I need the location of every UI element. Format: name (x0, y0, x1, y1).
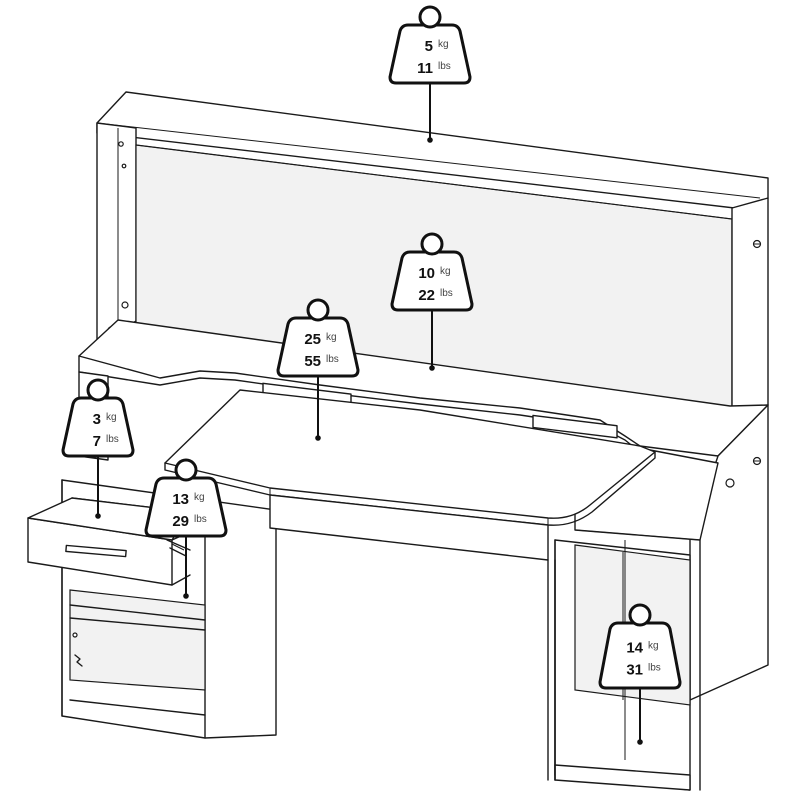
main-desktop (164, 389, 656, 781)
weight-lbs-value: 31 (626, 662, 643, 679)
weight-icon (598, 621, 682, 690)
weight-ring (420, 232, 444, 256)
weight-lbs-unit: lbs (194, 514, 207, 525)
weight-icon (276, 316, 360, 378)
weight-ring (86, 378, 110, 402)
weight-kg-value: 5 (425, 38, 433, 55)
weight-kg-value: 13 (172, 491, 189, 508)
weight-ring (628, 603, 652, 627)
weight-marker-hutch-back-shelf: 10 kg 22 lbs (390, 232, 474, 371)
weight-kg-value: 14 (626, 640, 643, 657)
weight-kg-value: 10 (418, 265, 435, 282)
weight-marker-hutch-top-shelf: 5 kg 11 lbs (388, 5, 472, 143)
weight-pin-dot (429, 365, 435, 371)
weight-kg-unit: kg (648, 641, 659, 652)
weight-icon (388, 23, 472, 85)
weight-icon (144, 476, 228, 538)
weight-lbs-value: 7 (93, 433, 101, 450)
weight-markers: 5 kg 11 lbs 10 kg 22 lbs 25 kg 55 lbs 3 kg 7 lbs 13 kg 29 l… (61, 5, 682, 745)
weight-ring (174, 458, 198, 482)
weight-pin-dot (95, 513, 101, 519)
weight-pin-dot (637, 739, 643, 745)
weight-ring (418, 5, 442, 29)
weight-kg-value: 3 (93, 411, 101, 428)
weight-lbs-value: 22 (418, 287, 435, 304)
weight-icon (61, 396, 135, 458)
weight-marker-desktop: 25 kg 55 lbs (276, 298, 360, 441)
weight-kg-unit: kg (106, 412, 117, 423)
weight-lbs-unit: lbs (648, 663, 661, 674)
weight-kg-unit: kg (440, 266, 451, 277)
weight-ring (306, 298, 330, 322)
weight-pin-dot (315, 435, 321, 441)
weight-pin-dot (183, 593, 189, 599)
weight-lbs-value: 29 (172, 513, 189, 530)
drawer-handle (65, 544, 127, 558)
hutch-right-side (731, 197, 769, 429)
weight-lbs-value: 11 (417, 60, 433, 77)
weight-icon (390, 250, 474, 312)
weight-marker-drawer: 3 kg 7 lbs (61, 378, 135, 519)
weight-pin-dot (427, 137, 433, 143)
weight-marker-keyboard-tray: 13 kg 29 lbs (144, 458, 228, 599)
weight-lbs-unit: lbs (106, 434, 119, 445)
weight-kg-unit: kg (326, 332, 337, 343)
weight-lbs-unit: lbs (326, 354, 339, 365)
weight-kg-unit: kg (438, 39, 449, 50)
weight-kg-value: 25 (304, 331, 321, 348)
hutch-left-side (96, 122, 137, 347)
weight-lbs-unit: lbs (440, 288, 453, 299)
weight-lbs-unit: lbs (438, 61, 451, 72)
weight-kg-unit: kg (194, 492, 205, 503)
weight-lbs-value: 55 (304, 353, 321, 370)
weight-marker-right-cabinet-shelf: 14 kg 31 lbs (598, 603, 682, 745)
